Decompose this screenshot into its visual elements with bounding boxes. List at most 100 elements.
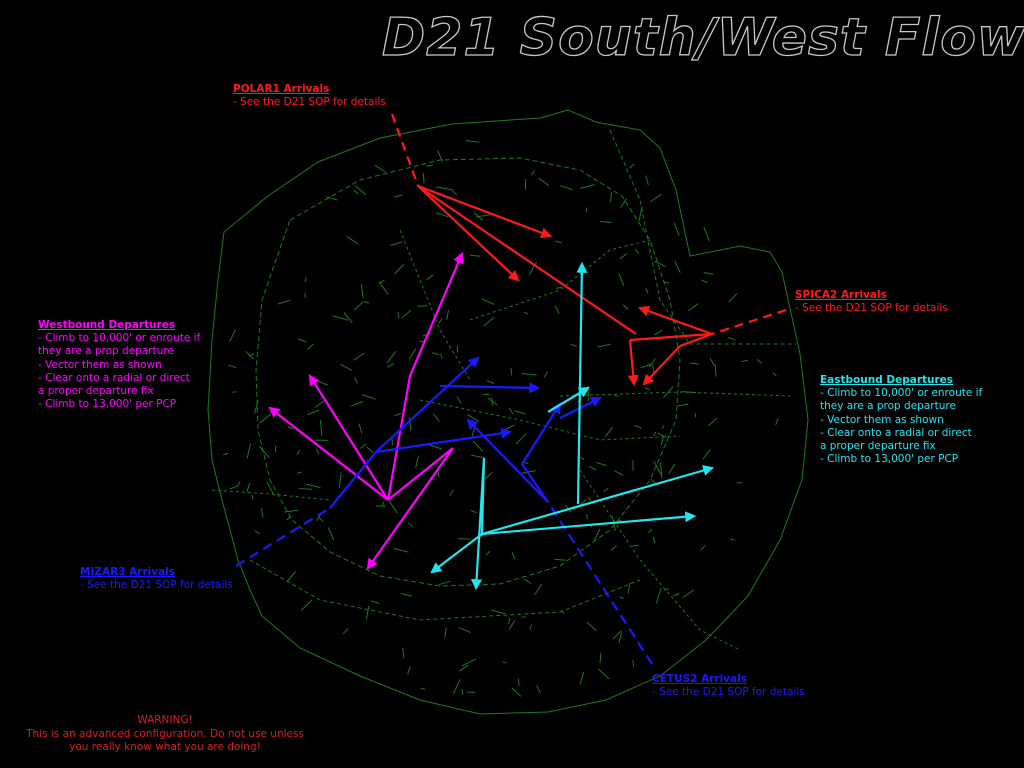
airspace-tick: [390, 241, 403, 246]
polar1-line: - See the D21 SOP for details: [233, 96, 386, 109]
eastbound-note: Eastbound Departures - Climb to 10,000' …: [820, 374, 982, 466]
airspace-tick: [660, 436, 664, 445]
airspace-tick: [353, 301, 364, 311]
airspace-tick: [298, 488, 313, 490]
westbound-arrow-sw: [366, 447, 454, 570]
mizar3-entry-dashed: [235, 507, 331, 567]
airspace-tick: [614, 394, 619, 398]
westbound-line: - Climb to 10,000' or enroute if: [38, 332, 201, 345]
airspace-tick: [531, 170, 536, 176]
airspace-tick: [307, 409, 320, 416]
airspace-tick: [431, 352, 440, 356]
airspace-tick: [363, 301, 370, 304]
airspace-tick: [246, 482, 251, 493]
airspace-tick: [266, 481, 275, 496]
airspace-tick: [656, 588, 662, 604]
airspace-tick: [514, 410, 526, 415]
cetus2-note: CETUS2 Arrivals - See the D21 SOP for de…: [652, 673, 805, 699]
airspace-tick: [714, 363, 717, 377]
airspace-tick: [316, 448, 320, 455]
airspace-tick: [470, 510, 477, 514]
airspace-tick: [437, 470, 440, 478]
airspace-tick: [287, 571, 296, 582]
airspace-tick: [314, 399, 326, 408]
westbound-arrow-north: [386, 251, 464, 501]
westbound-arrow-nw: [268, 406, 389, 501]
airspace-tick: [481, 298, 495, 305]
spica2-line: - See the D21 SOP for details: [795, 302, 948, 315]
airspace-tick: [374, 164, 387, 173]
airspace-tick: [524, 578, 532, 585]
airspace-tick: [672, 593, 680, 597]
spica2-arrow-b: [629, 332, 713, 342]
airspace-tick: [586, 621, 597, 632]
airspace-tick: [500, 424, 515, 433]
airspace-tick: [386, 350, 397, 364]
airspace-tick: [286, 516, 291, 521]
airspace-tick: [277, 299, 291, 305]
airspace-tick: [283, 509, 299, 513]
airspace-tick: [450, 188, 457, 196]
spica2-arrow-a: [637, 305, 713, 336]
airspace-tick: [426, 274, 434, 281]
spica2-note: SPICA2 Arrivals - See the D21 SOP for de…: [795, 289, 948, 315]
airspace-tick: [246, 443, 252, 459]
airspace-tick: [358, 423, 363, 434]
airspace-tick: [561, 609, 565, 614]
cetus2-line: - See the D21 SOP for details: [652, 686, 805, 699]
airspace-tick: [338, 472, 342, 488]
airspace-tick: [508, 407, 514, 415]
airspace-tick: [599, 652, 602, 664]
airspace-tick: [245, 350, 254, 360]
airspace-tick: [632, 659, 635, 667]
airspace-tick: [634, 424, 643, 429]
airspace-tick: [306, 483, 321, 489]
airway-center: [469, 239, 651, 321]
eastbound-line: they are a prop departure: [820, 400, 956, 413]
airspace-tick: [394, 194, 403, 198]
airspace-tick: [436, 186, 451, 191]
airspace-tick: [511, 552, 516, 560]
westbound-connector: [387, 447, 454, 501]
spica2-entry-dashed: [711, 308, 787, 336]
mizar3-arrow-east2: [439, 382, 541, 394]
airspace-tick: [490, 609, 501, 614]
airspace-tick: [570, 343, 577, 347]
westbound-line: - Climb to 13,000' per PCP: [38, 398, 177, 411]
airspace-tick: [663, 386, 674, 399]
airspace-tick: [304, 277, 307, 283]
mizar3-arrow-north: [329, 356, 480, 509]
airspace-tick: [472, 440, 484, 453]
westbound-note: Westbound Departures - Climb to 10,000' …: [38, 319, 200, 411]
airspace-tick: [687, 303, 699, 312]
airspace-tick: [632, 544, 639, 547]
airspace-tick: [484, 471, 493, 480]
airspace-tick: [593, 528, 601, 541]
airspace-tick: [612, 630, 622, 640]
airspace-tick: [775, 418, 779, 426]
eastbound-line: - Climb to 13,000' per PCP: [820, 453, 959, 466]
airspace-tick: [677, 403, 689, 407]
airspace-tick: [458, 627, 471, 634]
airspace-tick: [659, 462, 663, 479]
airspace-tick: [353, 190, 359, 195]
airspace-tick: [254, 400, 259, 414]
airspace-tick: [707, 417, 718, 427]
eastbound-arrow-south: [471, 457, 486, 591]
airspace-tick: [402, 647, 405, 659]
airspace-tick: [499, 612, 506, 615]
airspace-tick: [674, 260, 681, 273]
airspace-tick: [382, 501, 385, 506]
airspace-tick: [555, 240, 562, 244]
airspace-tick: [654, 329, 663, 336]
airspace-tick: [579, 671, 585, 685]
airspace-tick: [259, 413, 272, 424]
airspace-tick: [511, 687, 522, 697]
airspace-tick: [587, 497, 592, 502]
airspace-tick: [393, 548, 409, 553]
polar1-arrival-route: [390, 113, 637, 335]
airspace-tick: [554, 558, 566, 561]
cetus2-arrow-nw: [466, 418, 549, 503]
eastbound-arrow-sw: [430, 533, 483, 574]
airspace-tick: [508, 617, 511, 625]
